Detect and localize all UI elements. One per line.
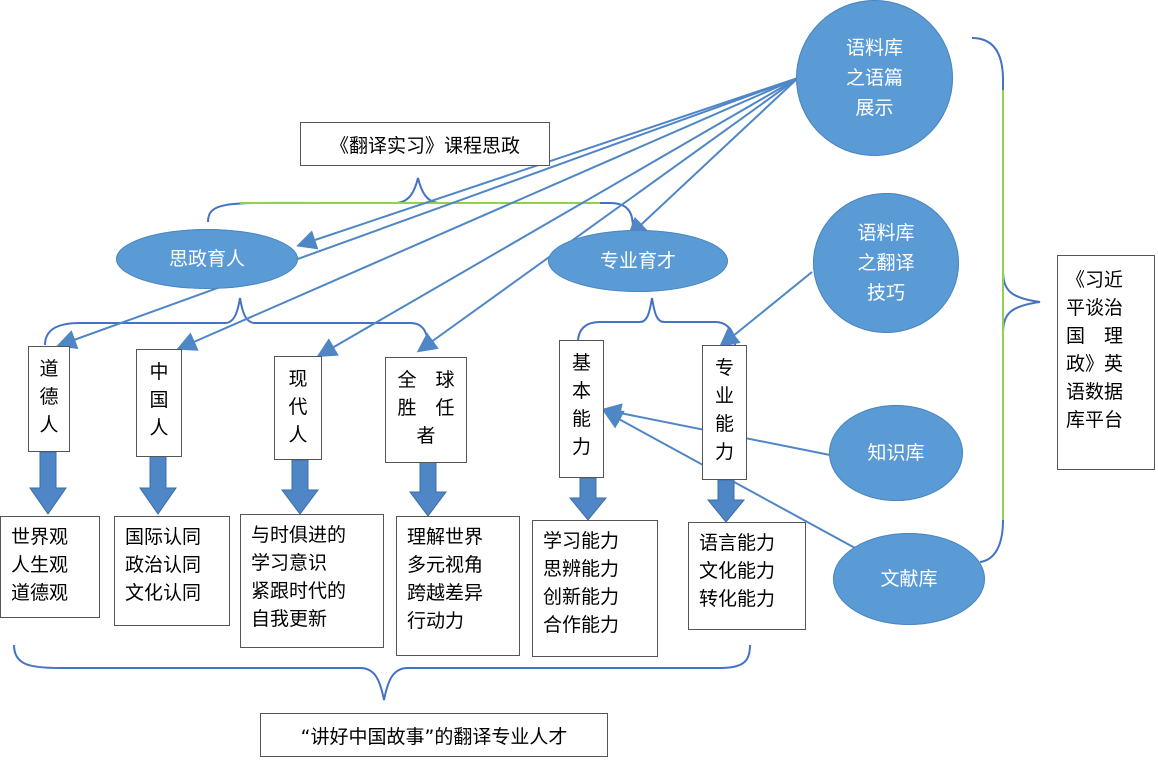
goal-label-modern: 现 代 人 [274, 356, 322, 460]
knowledge-base-node: 知识库 [829, 405, 963, 501]
database-platform-box: 《习近 平谈治 国 理 政》英 语数据 库平台 [1057, 255, 1155, 470]
professional-brace [577, 297, 736, 346]
moral-education-node: 思政育人 [116, 229, 298, 289]
literature-base-node: 文献库 [833, 533, 985, 625]
course-title: 《翻译实习》课程思政 [300, 122, 550, 166]
goal-label-chinese: 中 国 人 [136, 349, 182, 457]
professional-training-node: 专业育才 [548, 230, 728, 292]
moral-brace [44, 297, 429, 349]
goal-label-moral: 道 德 人 [28, 346, 70, 452]
goal-label-professional: 专 业 能 力 [702, 345, 747, 480]
technique-corpus-node: 语料库 之翻译 技巧 [813, 193, 959, 333]
goal-label-basic: 基 本 能 力 [559, 340, 604, 478]
outcome-moral: 世界观 人生观 道德观 [0, 516, 100, 618]
down-arrows [29, 451, 746, 523]
bottom-brace [13, 644, 751, 701]
outcome-chinese: 国际认同 政治认同 文化认同 [114, 516, 230, 626]
outcome-basic: 学习能力 思辨能力 创新能力 合作能力 [532, 520, 658, 657]
bottom-title: “讲好中国故事”的翻译专业人才 [260, 713, 608, 757]
outcome-professional: 语言能力 文化能力 转化能力 [688, 522, 806, 630]
course-brace [207, 177, 634, 229]
discourse-corpus-node: 语料库 之语篇 展示 [796, 0, 953, 156]
goal-label-global: 全 球 胜 任 者 [385, 357, 467, 463]
right-brace [971, 37, 1041, 563]
outcome-modern: 与时俱进的 学习意识 紧跟时代的 自我更新 [240, 514, 384, 648]
outcome-global: 理解世界 多元视角 跨越差异 行动力 [396, 516, 520, 656]
